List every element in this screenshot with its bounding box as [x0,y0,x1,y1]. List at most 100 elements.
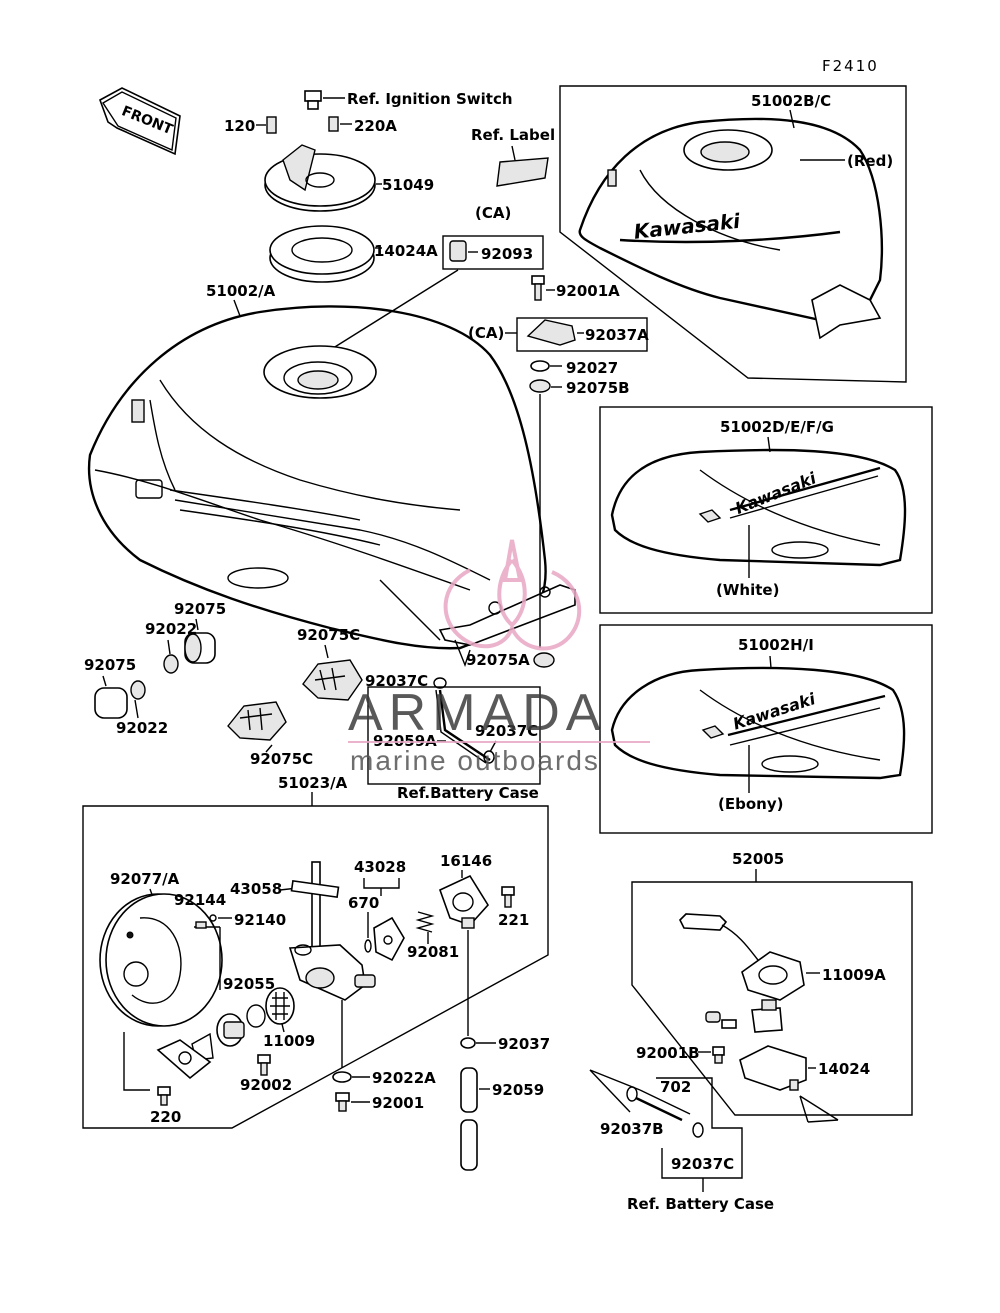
part-92075b: 92075B [566,379,630,397]
part-92140: 92140 [234,911,286,929]
part-92001a: 92001A [556,282,620,300]
part-92001: 92001 [372,1094,424,1112]
tank-variant-hi-box [599,624,933,834]
fuel-level-sensor-icon [679,913,759,961]
tank-variant-bc-icon [578,117,883,340]
pump-bracket-14024-icon [739,1045,807,1091]
battery-case-bracket-2 [656,1077,743,1179]
part-14024a: 14024A [374,242,438,260]
pump-fitting-icon [705,1011,737,1029]
bolt-92001a-icon [531,275,545,301]
label-ref-battery-1: Ref.Battery Case [397,784,539,802]
part-92059: 92059 [492,1081,544,1099]
part-92075c-bottom: 92075C [250,750,313,768]
screw-120-icon [266,116,277,134]
label-ref-battery-2: Ref. Battery Case [627,1195,774,1213]
part-52005: 52005 [732,850,784,868]
part-43058: 43058 [230,880,282,898]
part-92075a: 92075A [466,651,530,669]
rubber-damper-icon-2 [94,687,128,719]
brand-badge-bc: Kawasaki [633,209,743,244]
filter-11009-icon [265,987,295,1025]
part-16146: 16146 [440,852,492,870]
watermark-brand: ARMADA [348,684,606,742]
screw-220-icon [157,1086,171,1106]
bolt-92001b-icon [712,1046,725,1064]
fuel-cock-body-icon [288,861,376,1001]
part-92037b: 92037B [600,1120,664,1138]
fuel-cock-lever-icon [156,1039,212,1080]
pump-hose-702-icon [626,1086,704,1138]
watermark: ARMADA marine outboards [348,539,650,776]
spring-92144-icon [195,921,207,929]
part-92075-top: 92075 [174,600,226,618]
part-11009: 11009 [263,1032,315,1050]
screw-220a-icon [328,116,339,132]
part-92022a: 92022A [372,1069,436,1087]
tank-variant-defg-box [599,406,933,614]
part-92022-top: 92022 [145,620,197,638]
label-ca-2: (CA) [468,324,504,342]
part-51002defg: 51002D/E/F/G [720,418,834,436]
part-51023a: 51023/A [278,774,348,792]
fuel-pump-box [631,881,913,1116]
washer-92022a-icon [332,1071,352,1083]
fuel-cock-lever-cover-icon [99,893,223,1027]
part-92001b: 92001B [636,1044,700,1062]
part-51002a: 51002/A [206,282,276,300]
tank-variant-bc-box [559,85,907,383]
front-arrow-icon: FRONT [99,87,181,156]
part-51002hi: 51002H/I [738,636,814,654]
filler-cap-icon [264,144,376,212]
part-702: 702 [660,1078,691,1096]
washer-92022-icon-2 [130,680,146,700]
clamp-92037-icon [460,1037,476,1049]
fuel-pump-11009a-icon [741,951,805,1033]
rubber-pad-92075c-icon-1 [302,659,363,701]
fuel-cock-box [82,805,549,1129]
clamp-92037c-icon-1 [433,677,447,689]
rubber-pad-92075c-icon-2 [227,701,287,741]
part-92081: 92081 [407,943,459,961]
vacuum-cap-16146-icon [439,874,489,929]
part-92093: 92093 [481,245,533,263]
tank-variant-defg-icon [610,448,907,567]
part-120: 120 [224,117,255,135]
grommet-92075b-icon [529,379,551,393]
part-92037c-right: 92037C [475,722,538,740]
part-220: 220 [150,1108,181,1126]
brand-badge-defg: Kawasaki [733,468,820,518]
gasket-ring-icon [269,225,375,283]
washer-92027-icon [530,360,550,372]
rubber-damper-icon-1 [184,632,216,664]
part-92144: 92144 [174,891,226,909]
part-92027: 92027 [566,359,618,377]
valve-plate-icon [216,1013,245,1047]
label-ebony: (Ebony) [718,795,783,813]
bolt-92001-icon [335,1092,350,1112]
battery-case-box [367,686,541,785]
grommet-92093-icon [449,240,467,262]
part-92075-bottom: 92075 [84,656,136,674]
diagram-code: F2410 [822,57,879,75]
label-white: (White) [716,581,779,599]
part-92002: 92002 [240,1076,292,1094]
label-sticker-icon [496,157,549,187]
part-11009a: 11009A [822,966,886,984]
part-221: 221 [498,911,529,929]
part-92077a: 92077/A [110,870,180,888]
spring-92081-icon [415,911,435,933]
watermark-tagline: marine outboards [350,745,600,776]
tank-variant-hi-icon [610,666,906,780]
breather-hose-icon [438,689,491,761]
diaphragm-cover-icon [373,916,405,962]
clamp-92037c-icon-2 [483,750,495,764]
ignition-bolt-icon [304,90,322,110]
main-fuel-tank-icon [87,305,547,650]
label-ca-1: (CA) [475,204,511,222]
part-92037c-left: 92037C [365,672,428,690]
part-92037c-pump: 92037C [671,1155,734,1173]
ca-box-92093 [442,235,544,270]
part-92037a: 92037A [585,326,649,344]
